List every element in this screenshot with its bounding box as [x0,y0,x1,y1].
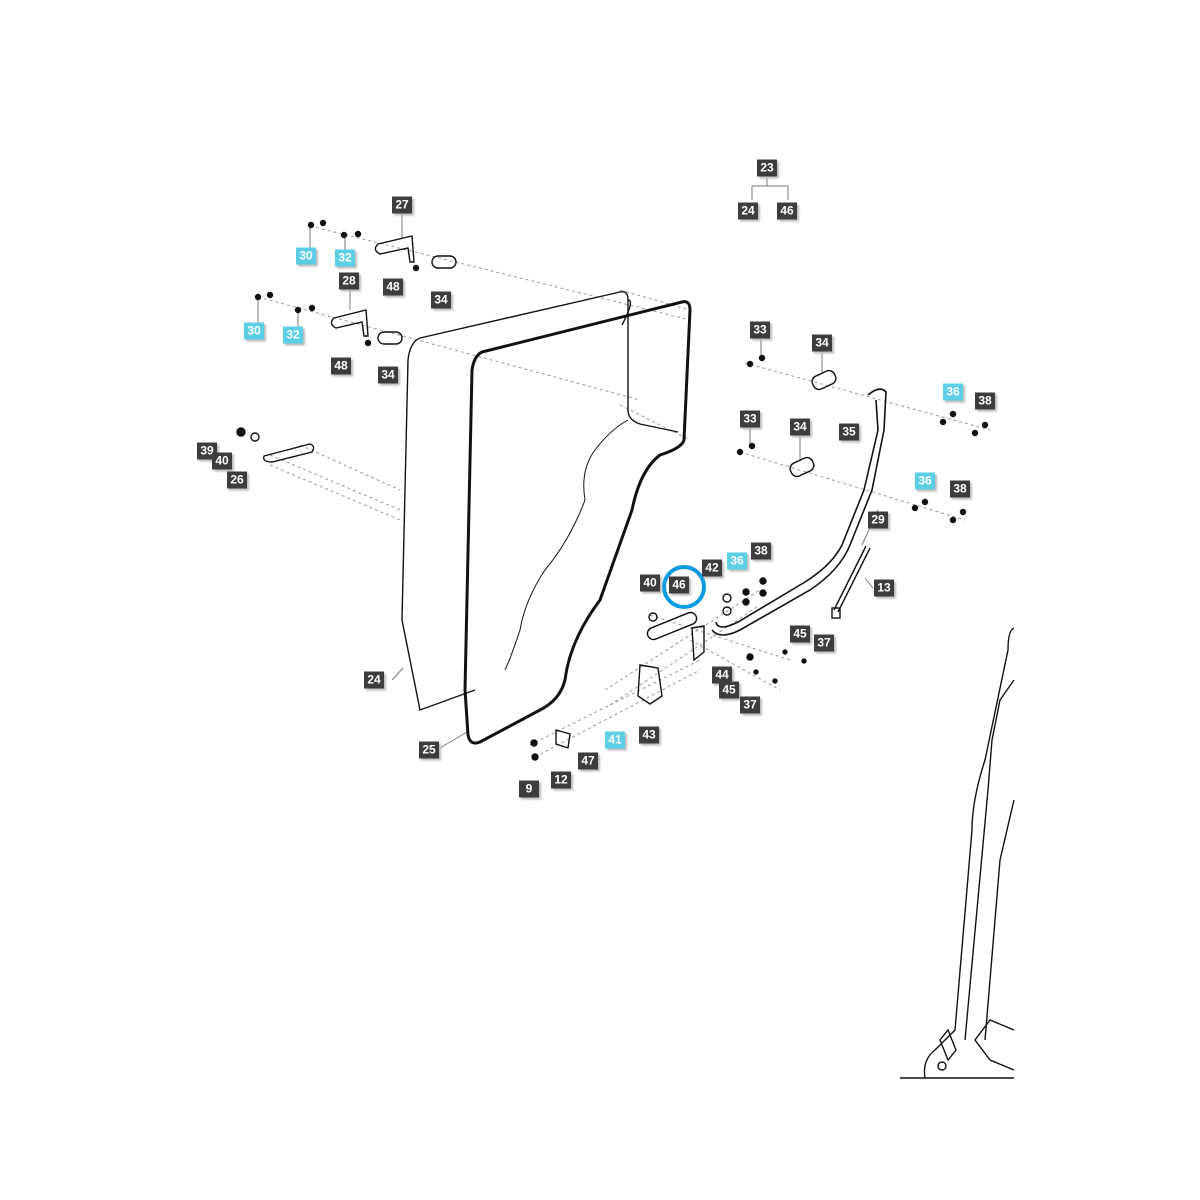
part-label-27[interactable]: 27 [392,196,412,214]
highlight-circle [662,565,706,609]
part-label-40[interactable]: 40 [212,452,232,470]
part-label-25[interactable]: 25 [419,741,439,759]
latch-parts [555,577,767,749]
door-glass-cutout [504,419,629,671]
part-label-13[interactable]: 13 [874,579,894,597]
part-label-33[interactable]: 33 [750,321,770,339]
part-label-38[interactable]: 38 [975,392,995,410]
part-label-32[interactable]: 32 [283,326,303,344]
part-label-47[interactable]: 47 [578,752,598,770]
part-label-40[interactable]: 40 [640,574,660,592]
part-label-30[interactable]: 30 [296,247,316,265]
door-glass [401,290,679,711]
part-label-34[interactable]: 34 [431,291,451,309]
part-label-42[interactable]: 42 [702,559,722,577]
part-label-48[interactable]: 48 [331,357,351,375]
part-label-46[interactable]: 46 [777,202,797,220]
part-label-44[interactable]: 44 [712,666,732,684]
part-label-46-highlighted[interactable]: 46 [669,576,689,594]
part-label-36[interactable]: 36 [915,472,935,490]
part-label-23[interactable]: 23 [757,159,777,177]
part-label-9[interactable]: 9 [519,780,539,798]
part-label-29[interactable]: 29 [868,511,888,529]
part-label-34[interactable]: 34 [378,366,398,384]
small-hardware [254,219,989,761]
hinges [330,235,837,478]
door-seal [463,300,692,745]
part-label-32[interactable]: 32 [335,249,355,267]
cab-frame [900,627,1015,1079]
part-label-43[interactable]: 43 [639,726,659,744]
grab-bar-35 [711,388,887,636]
part-label-26[interactable]: 26 [227,471,247,489]
part-label-36[interactable]: 36 [727,552,747,570]
part-label-30[interactable]: 30 [244,322,264,340]
part-label-28[interactable]: 28 [339,272,359,290]
gas-strut-13 [831,545,871,619]
part-label-36[interactable]: 36 [943,383,963,401]
part-label-38[interactable]: 38 [751,542,771,560]
part-label-45[interactable]: 45 [719,681,739,699]
part-label-34[interactable]: 34 [790,418,810,436]
part-label-34[interactable]: 34 [812,334,832,352]
part-label-37[interactable]: 37 [740,696,760,714]
part-label-45[interactable]: 45 [790,625,810,643]
part-label-41[interactable]: 41 [605,731,625,749]
part-label-33[interactable]: 33 [740,410,760,428]
handle-26 [236,427,315,463]
part-label-24[interactable]: 24 [364,671,384,689]
part-label-48[interactable]: 48 [383,278,403,296]
part-label-38[interactable]: 38 [950,480,970,498]
part-label-24[interactable]: 24 [738,202,758,220]
part-label-12[interactable]: 12 [551,771,571,789]
part-label-35[interactable]: 35 [839,423,859,441]
part-label-37[interactable]: 37 [814,634,834,652]
